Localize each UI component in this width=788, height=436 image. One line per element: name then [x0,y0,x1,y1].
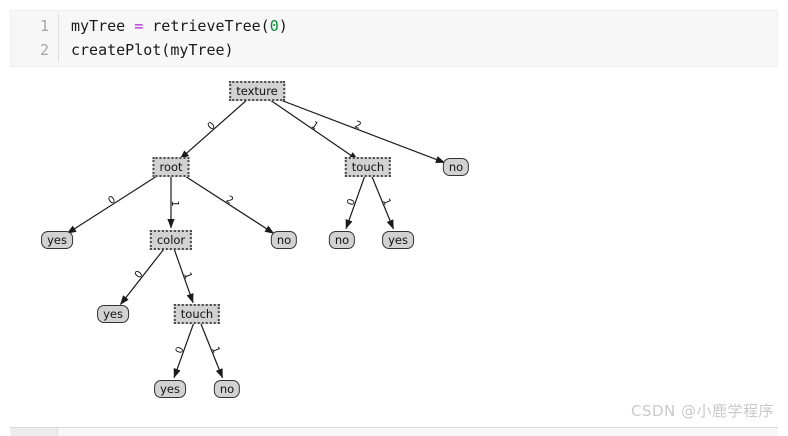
tree-edge [170,166,275,234]
next-code-cell-gutter [10,428,58,436]
tree-node-yes_r: yes [382,231,414,249]
decision-tree-plot: 0 1 2 0 1 2 0 1 0 1 0 1 texture root touch no yes color n… [10,72,778,405]
tree-edge [345,166,369,230]
tree-node-texture: texture [229,81,285,101]
edge-label: 1 [380,197,393,207]
tree-node-no_r1: no [442,158,470,176]
line-number: 1 [11,14,59,38]
tree-edge [119,239,172,306]
edge-label: 0 [106,194,117,207]
tree-edge [179,90,258,160]
tree-edge [196,313,224,379]
tree-edge [256,90,359,161]
code-text: myTree = retrieveTree(0) [71,17,288,35]
edge-label: 0 [174,345,187,355]
edge-label: 1 [309,120,320,133]
tree-node-no_m: no [270,231,298,249]
tree-node-no_r2: no [328,231,356,249]
tree-edge [170,239,194,304]
edge-label: 1 [169,200,180,206]
line-number: 2 [11,38,59,62]
edge-label: 1 [181,271,193,281]
tree-node-no_b: no [213,380,241,398]
tree-node-touch_b: touch [173,304,221,324]
edge-label: 0 [133,269,146,281]
tree-edge [367,166,394,230]
tree-node-yes_l: yes [41,231,73,249]
tree-edge [256,90,446,164]
edge-label: 0 [206,120,218,132]
next-code-cell-clipped [10,427,778,436]
code-text: createPlot(myTree) [71,41,234,59]
code-line: 2 createPlot(myTree) [11,38,777,62]
edge-label: 2 [353,119,363,132]
tree-edge [173,313,198,379]
tree-node-yes_b: yes [154,380,186,398]
tree-node-color: color [149,230,193,250]
code-cell: 1 myTree = retrieveTree(0) 2 createPlot(myT… [10,10,778,67]
code-lines: 1 myTree = retrieveTree(0) 2 createPlot(myT… [11,14,777,62]
edge-label: 1 [209,345,222,355]
code-line: 1 myTree = retrieveTree(0) [11,14,777,38]
tree-node-root: root [152,157,190,177]
edge-label: 0 [345,197,358,207]
tree-node-touch_r: touch [344,157,392,177]
watermark: CSDN @小鹿学程序 [630,402,774,420]
tree-node-yes_m: yes [97,305,129,323]
edge-label: 2 [224,194,235,207]
tree-edges-layer: 0 1 2 0 1 2 0 1 0 1 0 1 [66,90,446,379]
tree-edge [66,166,172,235]
